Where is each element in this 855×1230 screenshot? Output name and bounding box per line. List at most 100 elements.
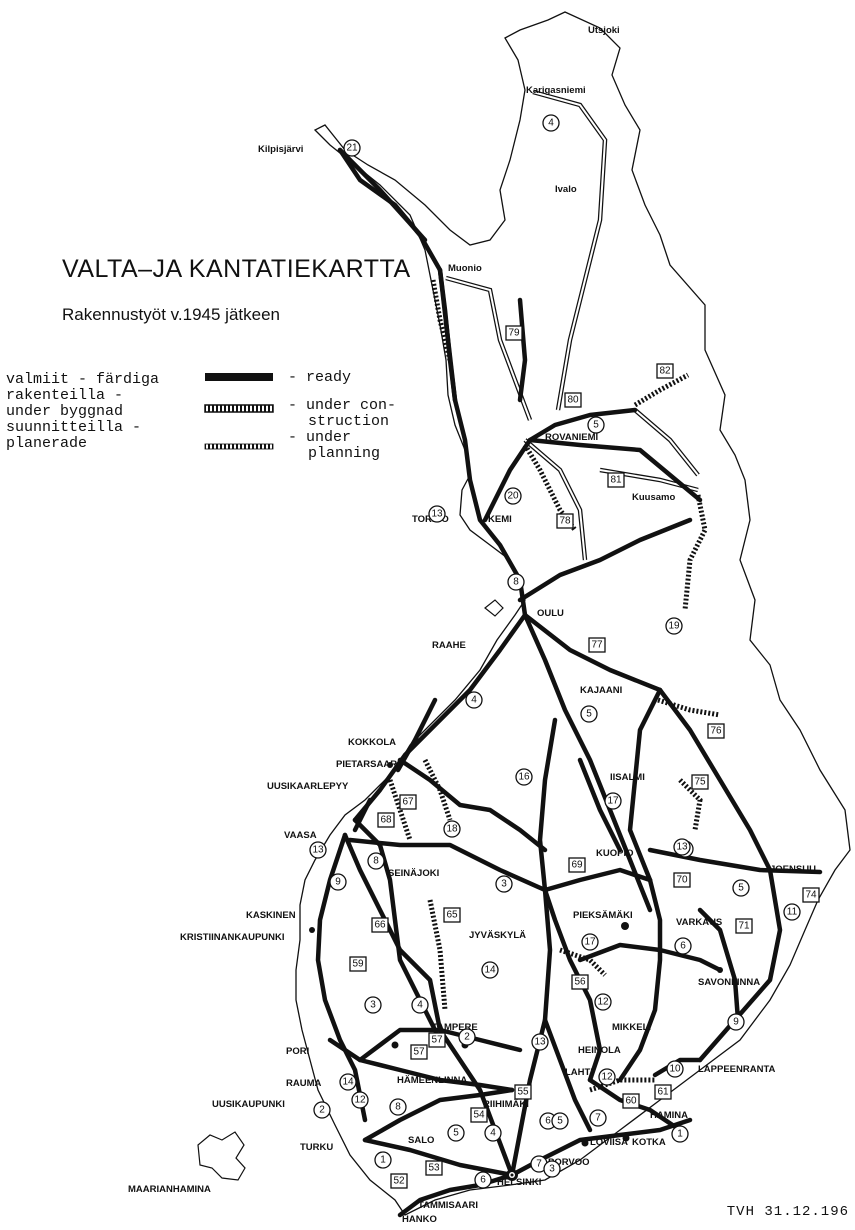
route-number: 12 <box>601 1072 613 1083</box>
place-mikkeli: MIKKELI <box>612 1022 651 1033</box>
route-number: 14 <box>484 965 496 976</box>
route-number: 19 <box>668 621 680 632</box>
route-number: 3 <box>549 1164 555 1175</box>
route-number: 74 <box>805 890 817 901</box>
legend-ready-en: - ready <box>288 369 352 386</box>
route-marker-box: 76 <box>707 723 725 739</box>
route-number: 1 <box>677 1129 683 1140</box>
place-salo: SALO <box>408 1135 434 1146</box>
route-number: 78 <box>559 516 571 527</box>
place-porvoo: PORVOO <box>548 1157 590 1168</box>
circled-routes: 4215201381945161718161383913141765111232… <box>309 114 801 1189</box>
place-rauma: RAUMA <box>286 1078 321 1089</box>
place-savonlinna: SAVONLINNA <box>698 977 760 988</box>
route-number: 12 <box>354 1095 366 1106</box>
route-number: 68 <box>380 815 392 826</box>
route-marker-box: 57 <box>410 1044 428 1060</box>
route-marker-box: 66 <box>371 917 389 933</box>
route-number: 1 <box>380 1155 386 1166</box>
place-joensuu: JOENSUU <box>770 864 816 875</box>
route-marker-circle: 8 <box>367 852 385 870</box>
route-number: 5 <box>453 1128 459 1139</box>
route-number: 13 <box>534 1037 546 1048</box>
route-marker-circle: 20 <box>504 487 522 505</box>
place-iisalmi: IISALMI <box>610 772 645 783</box>
route-marker-box: 74 <box>802 887 820 903</box>
legend-ready-swatch <box>205 373 273 381</box>
route-number: 57 <box>431 1035 443 1046</box>
map-title: VALTA–JA KANTATIEKARTTA <box>62 255 411 283</box>
route-marker-box: 78 <box>556 513 574 529</box>
route-marker-circle: 18 <box>443 820 461 838</box>
legend-planning-en-1: - under <box>288 429 352 446</box>
route-number: 67 <box>402 797 414 808</box>
route-marker-box: 57 <box>428 1032 446 1048</box>
route-number: 79 <box>508 328 520 339</box>
route-number: 17 <box>607 796 619 807</box>
route-number: 59 <box>352 959 364 970</box>
route-marker-box: 70 <box>673 872 691 888</box>
route-marker-box: 55 <box>514 1084 532 1100</box>
route-number: 60 <box>625 1096 637 1107</box>
route-number: 14 <box>342 1077 354 1088</box>
route-marker-circle: 11 <box>783 903 801 921</box>
route-number: 75 <box>694 777 706 788</box>
place-kaskinen: KASKINEN <box>246 910 296 921</box>
route-number: 16 <box>518 772 530 783</box>
route-marker-circle: 16 <box>515 768 533 786</box>
route-marker-box: 59 <box>349 956 367 972</box>
route-marker-box: 71 <box>735 918 753 934</box>
place-kokkola: KOKKOLA <box>348 737 396 748</box>
route-marker-box: 53 <box>425 1160 443 1176</box>
route-number: 54 <box>473 1110 485 1121</box>
route-number: 6 <box>545 1116 551 1127</box>
route-number: 6 <box>680 941 686 952</box>
place-kotka: KOTKA <box>632 1137 666 1148</box>
route-marker-box: 79 <box>505 325 523 341</box>
route-marker-circle: 3 <box>364 996 382 1014</box>
place-raahe: RAAHE <box>432 640 466 651</box>
route-marker-circle: 4 <box>411 996 429 1014</box>
route-marker-box: 80 <box>564 392 582 408</box>
route-number: 13 <box>676 842 688 853</box>
route-number: 7 <box>595 1113 601 1124</box>
route-number: 20 <box>507 491 519 502</box>
ready-roads <box>315 147 823 1218</box>
route-marker-circle: 4 <box>542 114 560 132</box>
route-marker-circle: 12 <box>351 1091 369 1109</box>
route-number: 8 <box>395 1102 401 1113</box>
route-marker-circle: 6 <box>474 1171 492 1189</box>
route-number: 66 <box>374 920 386 931</box>
route-number: 61 <box>657 1087 669 1098</box>
route-number: 9 <box>733 1017 739 1028</box>
place-kuusamo: Kuusamo <box>632 492 675 503</box>
route-number: 53 <box>428 1163 440 1174</box>
route-number: 69 <box>571 860 583 871</box>
legend-planning-en-2: planning <box>308 445 381 462</box>
place-pori: PORI <box>286 1046 309 1057</box>
place-tampere: TAMPERE <box>432 1022 478 1033</box>
route-marker-box: 77 <box>588 637 606 653</box>
place-seinajoki: SEINÄJOKI <box>388 868 439 879</box>
route-marker-box: 81 <box>607 472 625 488</box>
route-marker-circle: 3 <box>543 1160 561 1178</box>
route-number: 3 <box>501 879 507 890</box>
route-marker-circle: 2 <box>458 1028 476 1046</box>
route-marker-circle: 8 <box>507 573 525 591</box>
place-turku: TURKU <box>300 1142 333 1153</box>
place-pietarsaari: PIETARSAARI <box>336 759 400 770</box>
route-marker-circle: 5 <box>580 705 598 723</box>
route-marker-circle: 4 <box>465 691 483 709</box>
route-marker-circle: 17 <box>604 792 622 810</box>
legend-planning-label-2: planerade <box>6 435 88 452</box>
route-number: 5 <box>738 883 744 894</box>
place-labels: Utsjoki Karigasniemi Ivalo Kilpisjärvi M… <box>128 25 816 1225</box>
route-marker-circle: 7 <box>589 1109 607 1127</box>
aland-outline <box>197 1131 246 1181</box>
route-number: 5 <box>557 1116 563 1127</box>
route-number: 4 <box>490 1128 496 1139</box>
route-number: 13 <box>431 509 443 520</box>
route-number: 65 <box>446 910 458 921</box>
route-marker-circle: 17 <box>581 933 599 951</box>
place-tammisaari: TAMMISAARI <box>418 1200 478 1211</box>
